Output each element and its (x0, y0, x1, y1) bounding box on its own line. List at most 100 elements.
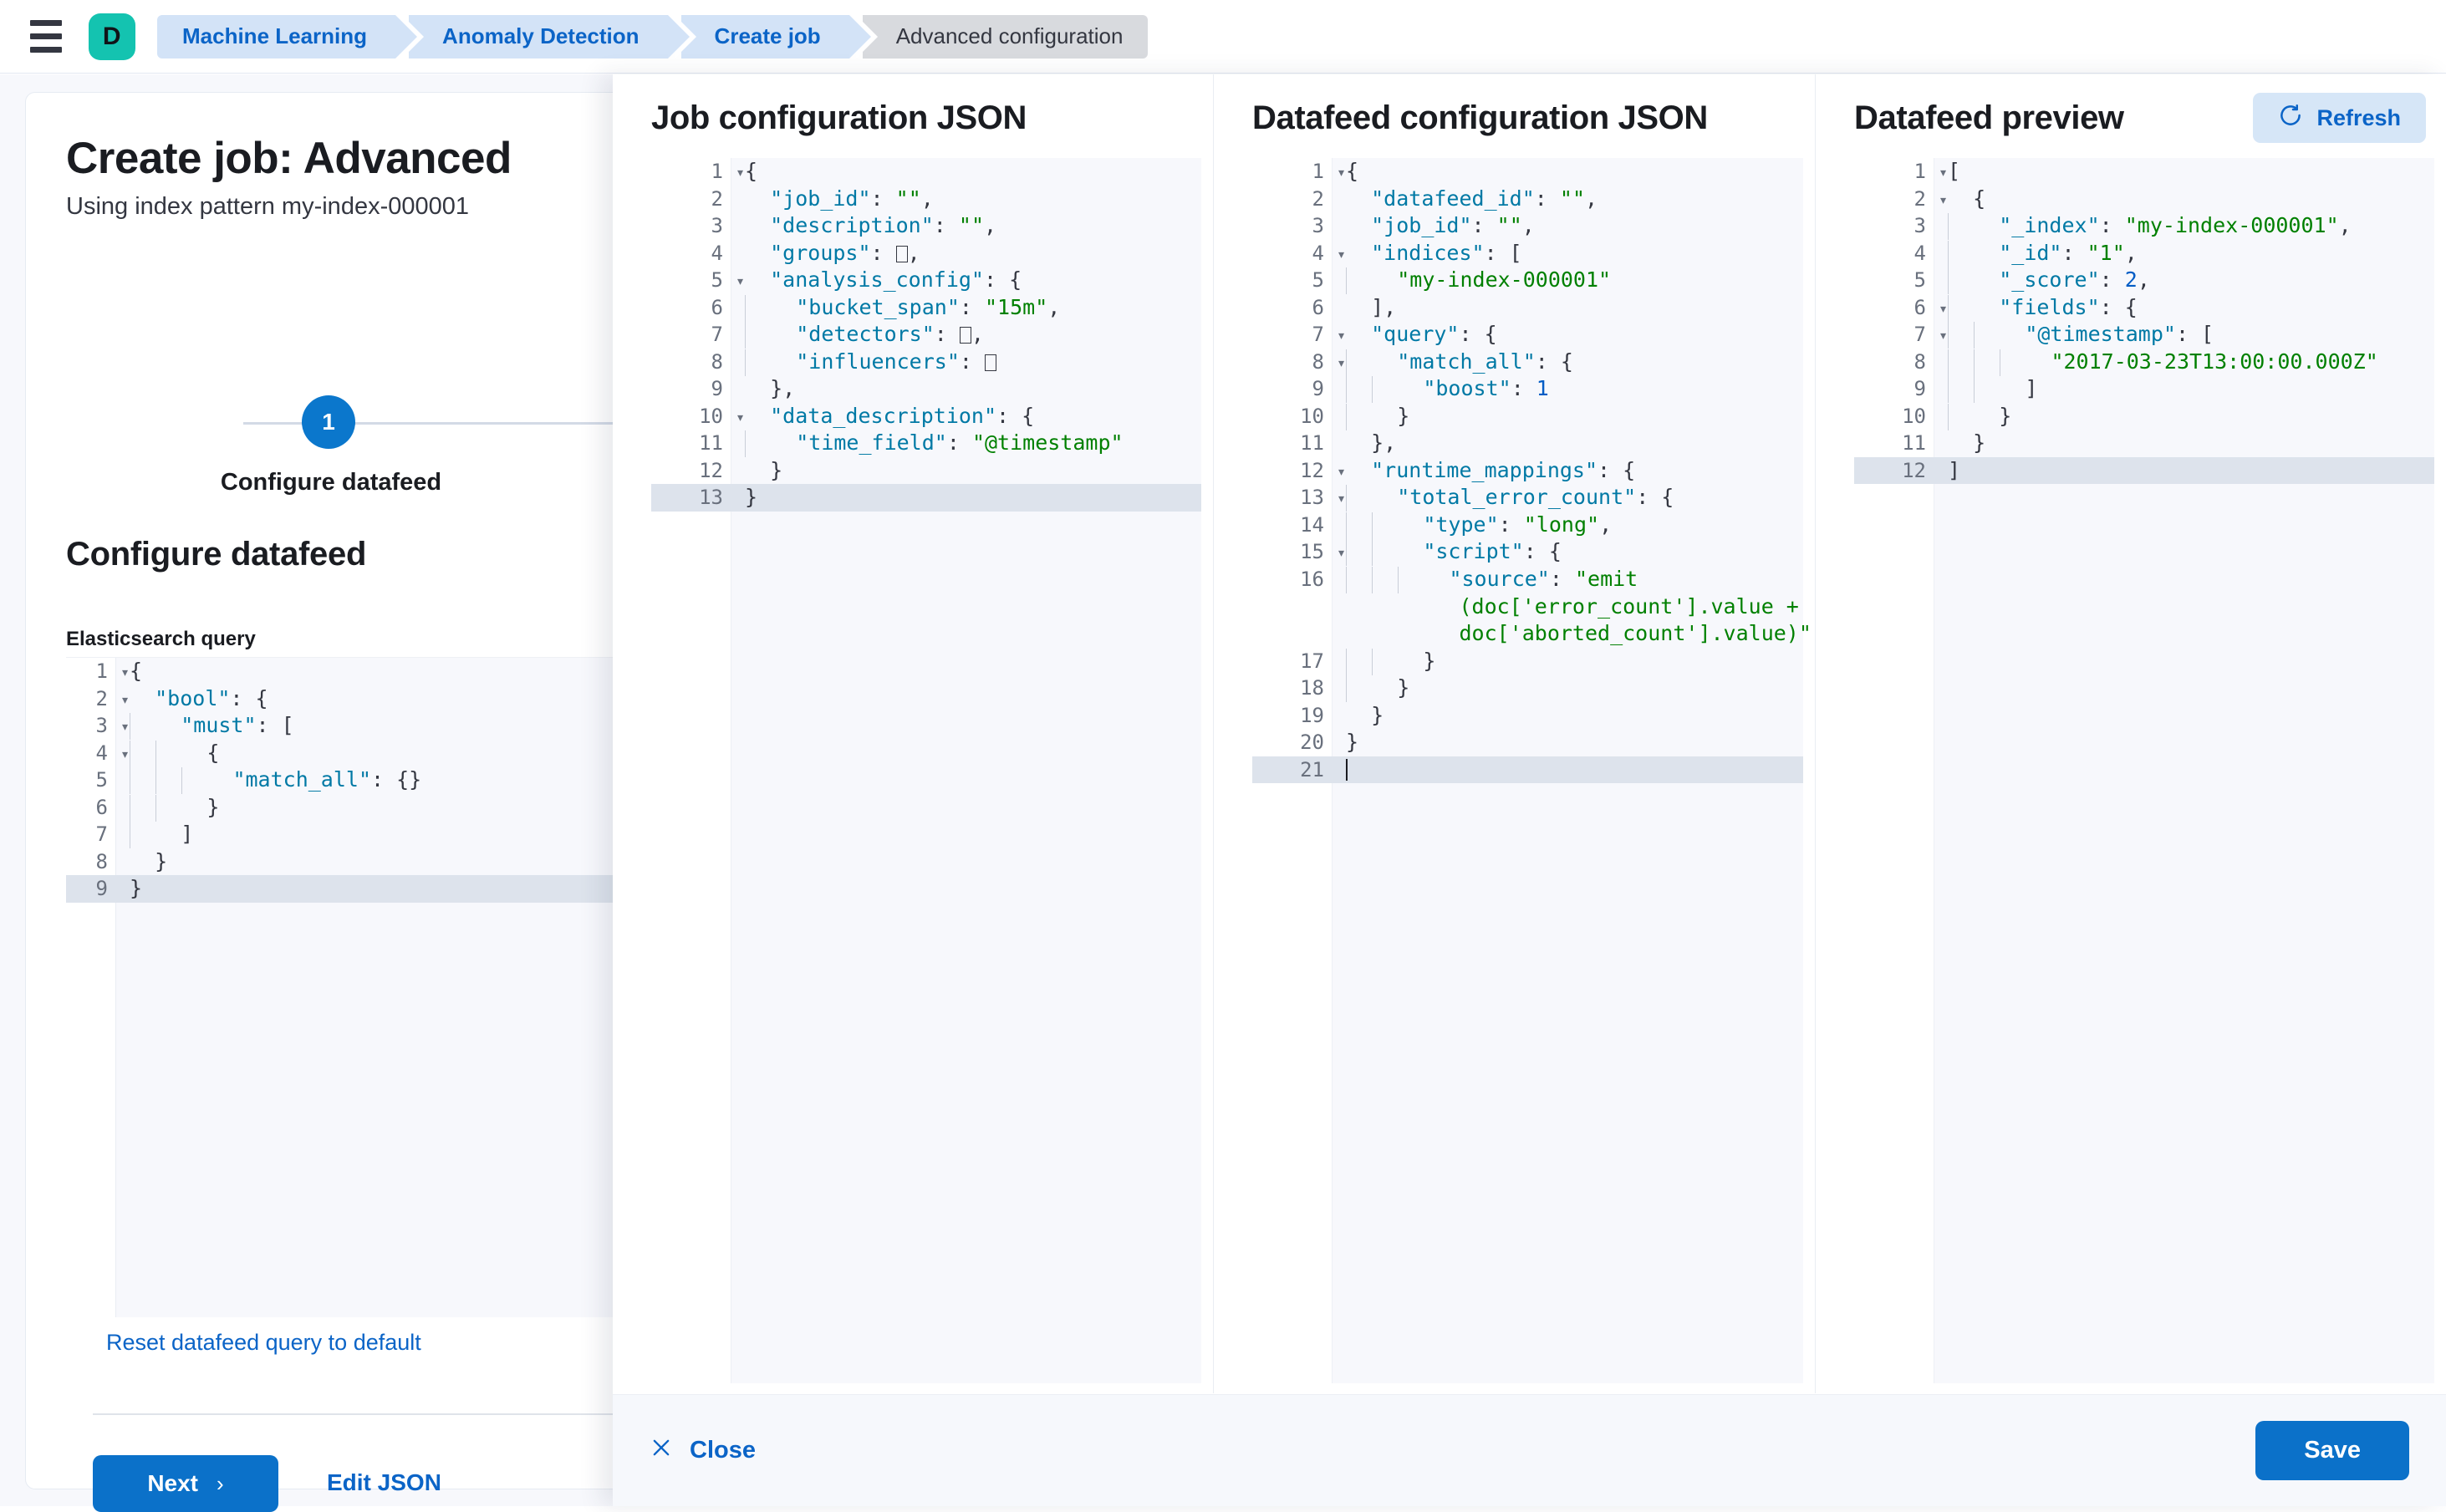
breadcrumb-item-create-job[interactable]: Create job (680, 14, 878, 59)
code-line: 8 "2017-03-23T13:00:00.000Z" (1854, 349, 2434, 376)
code-line: 5 "_score": 2, (1854, 267, 2434, 294)
fold-toggle-icon[interactable]: ▾ (736, 408, 745, 426)
code-line: 18 } (1252, 675, 1803, 702)
fold-toggle-icon[interactable]: ▾ (120, 718, 130, 736)
code-line: 6▾ "fields": { (1854, 294, 2434, 322)
code-text: } (1333, 675, 1409, 702)
code-text: "_score": 2, (1934, 267, 2150, 294)
fold-toggle-icon[interactable]: ▾ (736, 272, 745, 290)
line-number: 2▾ (1854, 186, 1948, 213)
code-text: ] (116, 821, 193, 848)
line-number: 13 (699, 486, 723, 509)
fold-toggle-icon[interactable]: ▾ (1939, 327, 1948, 344)
code-text: "data_description": { (770, 403, 1035, 428)
fold-toggle-icon[interactable]: ▾ (1939, 164, 1948, 181)
code-text: "_id": "1", (1934, 240, 2138, 267)
fold-toggle-icon[interactable]: ▾ (1337, 462, 1346, 481)
fold-toggle-icon[interactable]: ▾ (1337, 327, 1346, 344)
page-subtitle: Using index pattern my-index-000001 (66, 193, 469, 220)
datafeed-preview-code[interactable]: 1▾[2▾ {3 "_index": "my-index-000001",4 "… (1854, 158, 2434, 484)
fold-toggle-icon[interactable]: ▾ (1337, 544, 1346, 562)
reset-datafeed-query-link[interactable]: Reset datafeed query to default (106, 1330, 421, 1355)
datafeed-configuration-column: Datafeed configuration JSON 1▾{2 "datafe… (1213, 74, 1815, 1393)
fold-toggle-icon[interactable]: ▾ (1337, 354, 1346, 372)
code-line: 14 "type": "long", (1252, 512, 1803, 539)
wizard-step-1-label: Configure datafeed (220, 469, 442, 496)
line-number: 6▾ (1854, 294, 1948, 322)
code-line: 10 } (1252, 403, 1803, 430)
line-number: 21 (1300, 757, 1324, 781)
space-avatar[interactable]: D (89, 13, 135, 60)
code-text: "source": "emit (doc['error_count'].valu… (1333, 566, 1812, 648)
datafeed-configuration-editor[interactable]: 1▾{2 "datafeed_id": "",3 "job_id": "",4▾… (1252, 158, 1812, 1383)
fold-toggle-icon[interactable]: ▾ (1939, 191, 1948, 209)
close-button-label: Close (690, 1437, 756, 1464)
json-columns: Job configuration JSON 1▾{2 "job_id": ""… (613, 74, 2446, 1393)
line-number: 15▾ (1252, 538, 1346, 566)
refresh-icon (2278, 103, 2303, 134)
fold-toggle-icon[interactable]: ▾ (120, 664, 130, 681)
code-line: 10▾ "data_description": { (651, 403, 1201, 430)
elasticsearch-query-label: Elasticsearch query (66, 628, 256, 650)
edit-json-button[interactable]: Edit JSON (327, 1469, 441, 1495)
next-button[interactable]: Next › (93, 1455, 278, 1512)
line-number: 9 (711, 377, 723, 400)
fold-toggle-icon[interactable]: ▾ (1337, 164, 1346, 181)
breadcrumb-item-machine-learning[interactable]: Machine Learning (157, 14, 425, 59)
refresh-button[interactable]: Refresh (2253, 93, 2426, 143)
code-line: 11 }, (1252, 430, 1803, 457)
line-number: 1▾ (66, 658, 130, 685)
code-text: "fields": { (1934, 294, 2138, 322)
fold-toggle-icon[interactable]: ▾ (1939, 299, 1948, 318)
fold-toggle-icon[interactable]: ▾ (120, 690, 130, 709)
code-line: 3▾ "must": [ (66, 712, 1238, 740)
datafeed-preview-editor[interactable]: 1▾[2▾ {3 "_index": "my-index-000001",4 "… (1854, 158, 2434, 1383)
line-number: 4▾ (66, 740, 130, 767)
code-line: 19 } (1252, 702, 1803, 730)
code-line: 8▾ "match_all": { (1252, 349, 1803, 376)
code-text: "_index": "my-index-000001", (1934, 212, 2352, 240)
breadcrumb-item-anomaly-detection[interactable]: Anomaly Detection (409, 14, 696, 59)
code-text: "datafeed_id": "", (1371, 186, 1598, 211)
code-line: 11 "time_field": "@timestamp" (651, 430, 1201, 457)
hamburger-icon[interactable] (30, 18, 67, 55)
line-number: 5 (1312, 268, 1324, 292)
code-line: 12▾ "runtime_mappings": { (1252, 457, 1803, 485)
line-number: 10▾ (651, 403, 745, 430)
code-text: } (155, 848, 168, 873)
code-line: 7 "detectors": , (651, 321, 1201, 349)
close-button[interactable]: Close (650, 1436, 756, 1466)
code-line: 1▾{ (66, 658, 1238, 685)
code-text: "query": { (1371, 322, 1497, 346)
code-text: } (1371, 702, 1384, 727)
code-line: 6 "bucket_span": "15m", (651, 294, 1201, 322)
code-text: } (1973, 430, 1986, 455)
wizard-step-1-number[interactable]: 1 (302, 395, 355, 449)
flyout-footer: Close Save (613, 1394, 2446, 1506)
job-config-code[interactable]: 1▾{2 "job_id": "",3 "description": "",4 … (651, 158, 1201, 512)
code-line: 5 "match_all": {} (66, 766, 1238, 794)
line-number: 3 (1312, 214, 1324, 237)
code-line: 9 }, (651, 375, 1201, 403)
fold-toggle-icon[interactable]: ▾ (120, 745, 130, 763)
code-line: 21 (1252, 756, 1803, 783)
code-text: [ (1948, 159, 1961, 183)
code-text: "influencers": (731, 349, 996, 376)
fold-toggle-icon[interactable]: ▾ (1337, 245, 1346, 263)
close-icon (650, 1436, 673, 1466)
line-number: 8 (711, 349, 723, 374)
fold-toggle-icon[interactable]: ▾ (1337, 490, 1346, 507)
code-line: 8 "influencers": (651, 349, 1201, 376)
job-configuration-editor[interactable]: 1▾{2 "job_id": "",3 "description": "",4 … (651, 158, 1201, 1383)
fold-toggle-icon[interactable]: ▾ (736, 164, 745, 181)
datafeed-config-code[interactable]: 1▾{2 "datafeed_id": "",3 "job_id": "",4▾… (1252, 158, 1812, 783)
line-number: 4 (1913, 241, 1926, 265)
code-text: "time_field": "@timestamp" (731, 430, 1124, 457)
save-button[interactable]: Save (2255, 1421, 2409, 1480)
code-text: { (116, 740, 219, 767)
code-text: ] (1948, 457, 1961, 482)
line-number: 3 (1913, 214, 1926, 237)
section-heading: Configure datafeed (66, 536, 367, 573)
code-text: "job_id": "", (1371, 213, 1535, 237)
code-text: ] (1934, 375, 2037, 403)
